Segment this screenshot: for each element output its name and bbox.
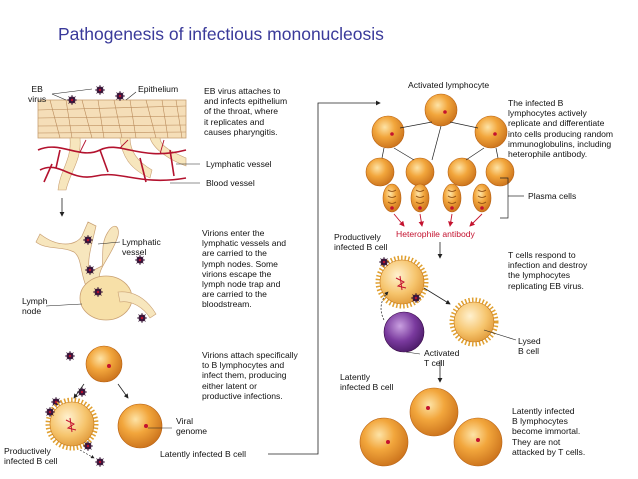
eb-virion	[82, 440, 94, 452]
activated-lymphocyte	[424, 93, 458, 127]
eb-virion	[136, 312, 148, 324]
epithelium-label: Epithelium	[138, 84, 179, 94]
activated-t-cell-label: Activated T cell	[424, 348, 460, 369]
lysed-b-cell-label: Lysed B cell	[518, 336, 541, 357]
eb-virion	[92, 286, 104, 298]
eb-virion	[410, 292, 422, 304]
activated-lymphocyte-label: Activated lymphocyte	[408, 80, 490, 90]
eb-virion	[94, 84, 106, 96]
latently-infected-b-cell	[117, 403, 163, 449]
eb-virus-label: EB virus	[28, 84, 47, 105]
plasma-cells	[382, 183, 492, 213]
lysed-b-cell	[449, 297, 499, 347]
b-lymphocyte	[85, 345, 123, 383]
eb-virion	[44, 406, 56, 418]
step1-text: EB virus attaches to and infects epithel…	[204, 86, 288, 137]
b-lymphocyte	[474, 115, 508, 149]
eb-virion	[64, 350, 76, 362]
lymphatic-vessel-label: Lymphatic vessel	[206, 159, 272, 169]
step5-text: T cells respond to infection and destroy…	[508, 250, 588, 291]
plasma-cells-label: Plasma cells	[528, 191, 577, 201]
productively-infected-b-cell	[45, 397, 99, 451]
viral-genome-label: Viral genome	[176, 416, 208, 437]
heterophile-antibody-label: Heterophile antibody	[396, 229, 475, 239]
latently-infected-label: Latently infected B cell	[160, 449, 246, 459]
blood-vessel-label: Blood vessel	[206, 178, 255, 188]
step4-text: The infected B lymphocytes actively repl…	[508, 98, 614, 160]
immortal-b-cell	[409, 387, 459, 437]
b-lymphocyte	[485, 157, 515, 187]
lymphatic-vessel-label-2: Lymphatic vessel	[122, 237, 161, 258]
eb-virion	[94, 456, 106, 468]
connector-arrow	[268, 100, 381, 455]
productively-infected-label: Productively infected B cell	[4, 446, 58, 467]
step3-text: Virions attach specifically to B lymphoc…	[202, 350, 298, 401]
productively-infected-right-label: Productively infected B cell	[334, 232, 388, 253]
eb-virion	[82, 234, 94, 246]
epithelium-tissue	[37, 99, 187, 191]
eb-virion	[378, 256, 390, 268]
eb-virion	[66, 94, 78, 106]
step2-text: Virions enter the lymphatic vessels and …	[202, 228, 287, 310]
lymph-node-illustration	[35, 221, 157, 321]
eb-virion	[84, 264, 96, 276]
latently-infected-right-label: Latently infected B cell	[340, 372, 394, 393]
activated-t-cell	[383, 311, 425, 353]
page-title: Pathogenesis of infectious mononucleosis	[58, 24, 384, 44]
b-lymphocyte	[405, 157, 435, 187]
lymph-node-label: Lymph node	[22, 296, 48, 317]
b-lymphocyte	[365, 157, 395, 187]
eb-virion	[114, 90, 126, 102]
b-lymphocyte	[447, 157, 477, 187]
step6-text: Latently infected B lymphocytes become i…	[512, 406, 586, 457]
immortal-b-cell	[359, 417, 409, 467]
productively-infected-b-cell-right	[375, 255, 429, 309]
b-lymphocyte	[371, 115, 405, 149]
